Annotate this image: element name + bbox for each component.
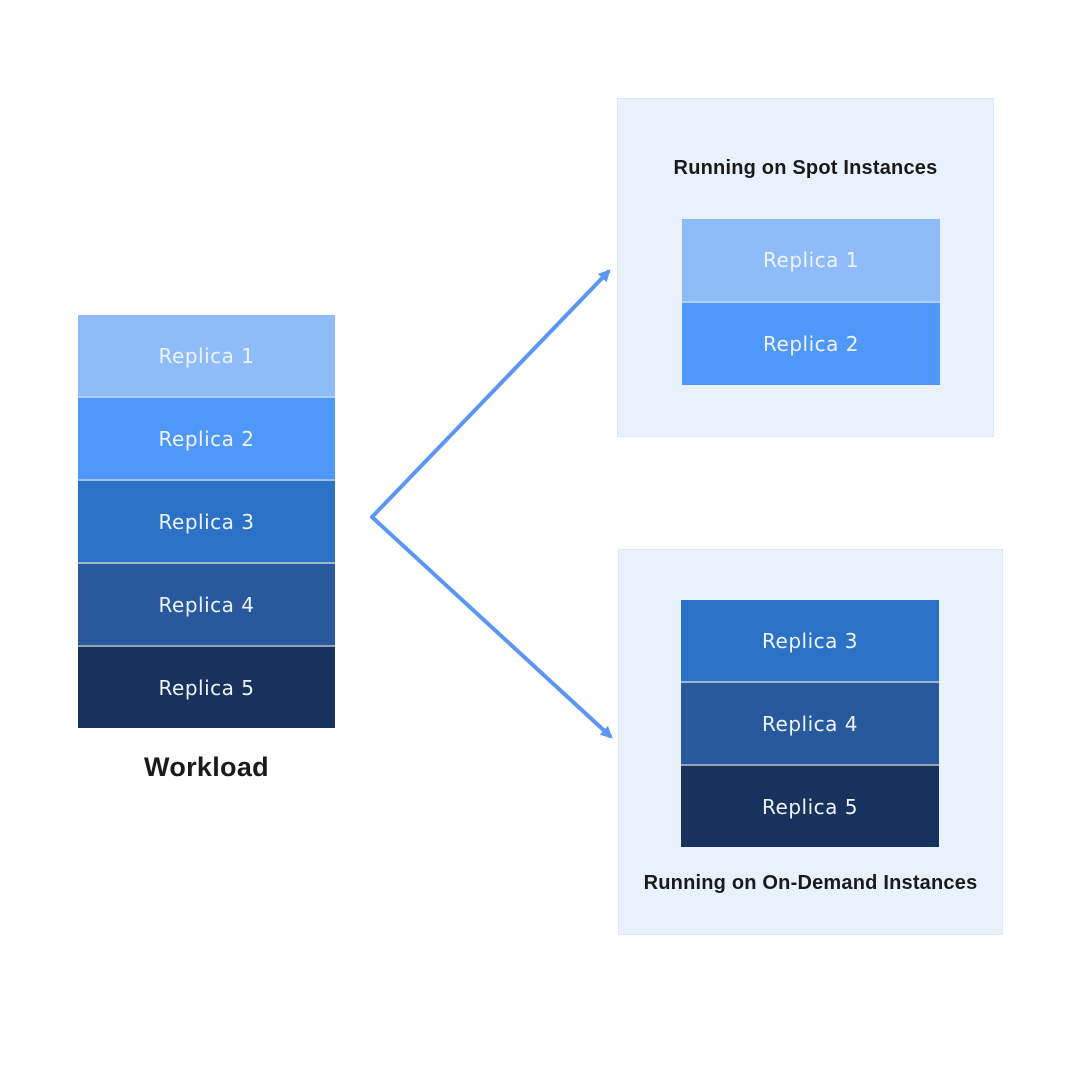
ondemand-replica-5-label: Replica 5 — [762, 794, 858, 819]
workload-caption: Workload — [144, 752, 269, 782]
workload-replica-3-label: Replica 3 — [158, 509, 255, 534]
workload-replica-1-label: Replica 1 — [158, 343, 255, 368]
spot-replica-2-label: Replica 2 — [763, 332, 859, 356]
spot-panel-stack: Replica 1 Replica 2 — [682, 219, 940, 385]
ondemand-replica-5: Replica 5 — [681, 764, 939, 847]
workload-replica-5-label: Replica 5 — [158, 675, 255, 700]
spot-panel-title: Running on Spot Instances — [673, 157, 938, 179]
workload-replica-3: Replica 3 — [78, 479, 335, 562]
ondemand-replica-4-label: Replica 4 — [762, 711, 858, 736]
workload-replica-5: Replica 5 — [78, 645, 335, 728]
workload-replica-2-label: Replica 2 — [158, 426, 255, 451]
spot-replica-1-label: Replica 1 — [763, 248, 859, 272]
ondemand-replica-4: Replica 4 — [681, 681, 939, 764]
spot-panel: Running on Spot Instances Replica 1 Repl… — [617, 98, 994, 437]
spot-replica-1: Replica 1 — [682, 219, 940, 301]
workload-replica-2: Replica 2 — [78, 396, 335, 479]
workload-replica-1: Replica 1 — [78, 315, 335, 396]
ondemand-replica-3: Replica 3 — [681, 600, 939, 681]
workload-replica-4-label: Replica 4 — [158, 592, 255, 617]
workload-replica-4: Replica 4 — [78, 562, 335, 645]
spot-replica-2: Replica 2 — [682, 301, 940, 385]
ondemand-panel: Replica 3 Replica 4 Replica 5 Running on… — [618, 549, 1003, 935]
workload-stack: Replica 1 Replica 2 Replica 3 Replica 4 … — [78, 315, 335, 728]
ondemand-panel-stack: Replica 3 Replica 4 Replica 5 — [681, 600, 939, 847]
ondemand-panel-title: Running on On-Demand Instances — [643, 872, 978, 894]
arrow-to-spot-icon — [370, 269, 611, 519]
ondemand-replica-3-label: Replica 3 — [762, 628, 858, 653]
arrow-to-ondemand-icon — [370, 515, 613, 739]
